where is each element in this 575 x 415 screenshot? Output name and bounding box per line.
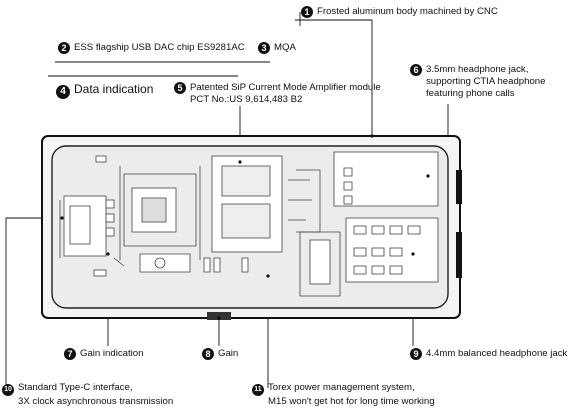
label-torex-power: 11 Torex power management system, M15 won… (252, 382, 435, 408)
label-35mm-jack: 6 3.5mm headphone jack, supporting CTIA h… (410, 64, 545, 100)
pcb-traces (59, 151, 439, 297)
callout-number-11: 11 (252, 384, 264, 396)
gain-button (207, 312, 231, 320)
label-sip-amplifier: 5 Patented SiP Current Mode Amplifier mod… (174, 82, 381, 106)
callout-number-4: 4 (56, 85, 70, 99)
label-type-c: 10 Standard Type-C interface, 3X clock as… (2, 382, 173, 408)
label-torex-power-line1: Torex power management system, (268, 382, 415, 393)
label-sip-amplifier-line2: PCT No.:US 9,614,483 B2 (190, 94, 303, 105)
callout-number-5: 5 (174, 82, 186, 94)
label-gain-indication: 7 Gain indication (64, 348, 143, 360)
label-44mm-jack: 9 4.4mm balanced headphone jack (410, 348, 567, 360)
callout-number-10: 10 (2, 384, 14, 396)
label-cnc-body: 1 Frosted aluminum body machined by CNC (301, 6, 498, 18)
label-dac-chip-text: ESS flagship USB DAC chip ES9281AC (74, 42, 245, 53)
label-gain-indication-text: Gain indication (80, 348, 144, 359)
label-gain: 8 Gain (202, 348, 238, 360)
callout-number-8: 8 (202, 348, 214, 360)
label-data-indication: 4 Data indication (56, 82, 153, 99)
callout-number-7: 7 (64, 348, 76, 360)
callout-number-1: 1 (301, 6, 313, 18)
label-type-c-line1: Standard Type-C interface, (18, 382, 133, 393)
label-mqa-text: MQA (274, 42, 296, 53)
label-gain-text: Gain (218, 348, 239, 359)
label-mqa: 3 MQA (258, 42, 296, 54)
callout-number-9: 9 (410, 348, 422, 360)
label-44mm-jack-text: 4.4mm balanced headphone jack (426, 348, 568, 359)
label-35mm-jack-line3: featuring phone calls (426, 88, 515, 99)
label-35mm-jack-line1: 3.5mm headphone jack, (426, 64, 529, 75)
callout-number-6: 6 (410, 64, 422, 76)
callout-number-3: 3 (258, 42, 270, 54)
label-torex-power-line2: M15 won't get hot for long time working (268, 396, 435, 407)
label-type-c-line2: 3X clock asynchronous transmission (18, 396, 174, 407)
callout-number-2: 2 (58, 42, 70, 54)
label-35mm-jack-line2: supporting CTIA headphone (426, 76, 546, 87)
label-data-indication-text: Data indication (74, 82, 154, 96)
label-sip-amplifier-line1: Patented SiP Current Mode Amplifier modu… (190, 82, 381, 93)
label-dac-chip: 2 ESS flagship USB DAC chip ES9281AC (58, 42, 245, 54)
label-cnc-body-text: Frosted aluminum body machined by CNC (317, 6, 498, 17)
